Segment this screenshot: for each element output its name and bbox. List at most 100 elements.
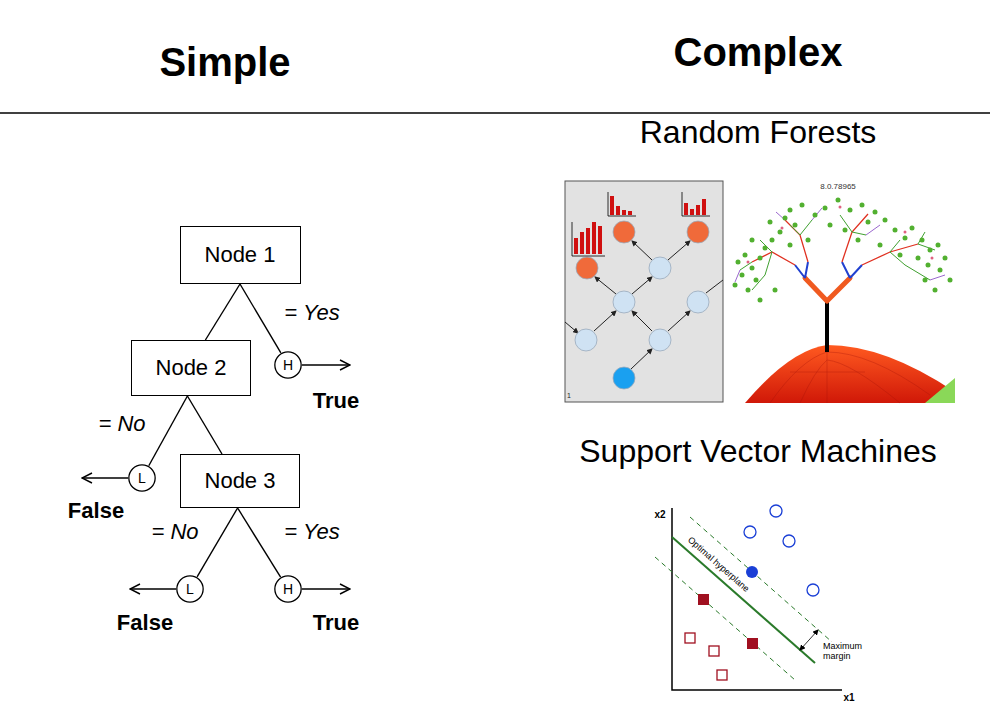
svg-path: [672, 508, 842, 690]
header-rule: [0, 112, 990, 114]
svg-rect: [592, 222, 596, 254]
svg-path: [800, 360, 900, 403]
svg-rect: [628, 211, 632, 215]
leaf-circle: H: [274, 575, 302, 603]
svg-circle: [933, 288, 938, 293]
circle-shape: [177, 576, 203, 602]
svg-circle: [828, 223, 833, 228]
svg-circle: [750, 266, 755, 271]
node-text: Node 1: [205, 242, 276, 268]
svg-rect: [610, 196, 614, 215]
svg-circle: [746, 288, 751, 293]
circle-shape: [275, 352, 301, 378]
svg-circle: [740, 273, 745, 278]
svg-path: [608, 192, 636, 216]
svg-g: [747, 206, 934, 264]
node-text: Node 2: [156, 355, 227, 381]
svg-rect: [622, 210, 626, 215]
svg-line: [130, 588, 176, 589]
svg-circle: [800, 203, 805, 208]
svg-line: [632, 277, 652, 294]
svg-rect: [747, 638, 758, 649]
svg-circle: [754, 278, 759, 283]
text-label: Simple: [159, 40, 290, 84]
output-arrows: [82, 365, 350, 589]
svg-circle: [836, 198, 841, 203]
node-text: H: [283, 581, 293, 597]
svg-path: [745, 345, 955, 403]
svg-circle: [768, 220, 773, 225]
svg-g: [685, 633, 727, 680]
svg-circle: [733, 283, 738, 288]
svg-circle: [839, 206, 842, 209]
svg-circle: [823, 206, 828, 211]
leaf-circle: L: [128, 464, 156, 492]
svg-g: [744, 505, 819, 596]
svg-rect: [685, 633, 695, 643]
svg-rect: [684, 203, 688, 215]
svg-circle: [923, 278, 928, 283]
svg-path: [740, 215, 935, 290]
svg-circle: [948, 278, 953, 283]
svg-rect: [565, 181, 723, 402]
svg-line: [631, 349, 652, 369]
text-label: Random Forests: [640, 115, 877, 150]
svg-circle: [758, 256, 763, 261]
svg-circle: [613, 367, 635, 389]
svg-circle: [806, 238, 811, 243]
svg-path: [682, 192, 710, 216]
svg-circle: [873, 210, 878, 215]
svg-circle: [783, 535, 795, 547]
svg-circle: [746, 566, 758, 578]
svg-circle: [649, 329, 671, 351]
branch-line: [197, 508, 238, 577]
node-text: L: [186, 581, 194, 597]
svg-circle: [843, 228, 848, 233]
text-label: False: [117, 611, 173, 635]
svg-line: [594, 311, 616, 331]
svg-rect: [586, 228, 590, 254]
svg-rect: [702, 199, 706, 215]
svg-circle: [926, 263, 931, 268]
svg-rect: [574, 238, 578, 254]
svg-line: [800, 630, 818, 650]
svg-g: [770, 345, 930, 403]
svg-line: [690, 517, 832, 642]
svg-rect: [616, 206, 620, 215]
svg-circle: [770, 505, 782, 517]
forest-graph-panel: [565, 181, 723, 402]
svg-circle: [687, 221, 709, 243]
svg-rect: [690, 209, 694, 215]
svg-rect: [696, 205, 700, 215]
svg-circle: [575, 329, 597, 351]
branch-line: [205, 284, 240, 340]
svg-g: [572, 192, 710, 256]
svg-circle: [866, 220, 871, 225]
svg-circle: [904, 231, 907, 234]
edge-label: = Yes: [282, 300, 341, 326]
svg-path: [795, 262, 862, 278]
svg-circle: [736, 260, 741, 265]
svg-line: [632, 311, 652, 331]
text-label: False: [68, 499, 124, 523]
leaf-circle: H: [274, 351, 302, 379]
text-label: Optimal hyperplane: [685, 535, 750, 594]
svg-line: [565, 322, 578, 333]
node-text: Node 3: [205, 468, 276, 494]
svg-circle: [763, 246, 768, 251]
svg-circle: [910, 226, 915, 231]
svm-plot: [655, 505, 842, 690]
fractal-tree-picture: [733, 198, 956, 404]
svg-line: [825, 300, 829, 352]
svg-circle: [848, 208, 853, 213]
svg-circle: [773, 288, 778, 293]
svg-circle: [883, 218, 888, 223]
edge-label: = No: [96, 411, 147, 437]
branch-line: [238, 508, 281, 577]
svg-rect: [717, 670, 727, 680]
svg-circle: [943, 256, 948, 261]
svg-g: [574, 196, 706, 254]
svg-circle: [744, 526, 756, 538]
svg-circle: [758, 298, 763, 303]
svg-line: [82, 477, 128, 478]
